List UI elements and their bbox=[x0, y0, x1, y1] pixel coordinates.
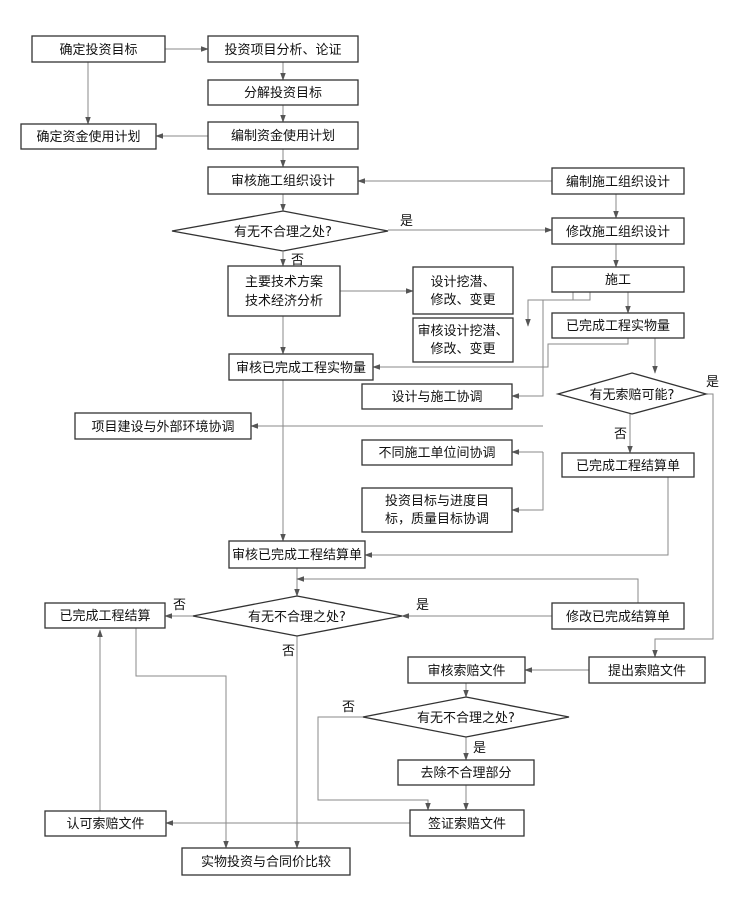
svg-text:已完成工程实物量: 已完成工程实物量 bbox=[566, 319, 670, 334]
node-review-design-tap: 审核设计挖潜、 修改、变更 bbox=[412, 317, 514, 363]
node-review-claim-doc: 审核索赔文件 bbox=[407, 656, 526, 684]
node-units-coord: 不同施工单位间协调 bbox=[361, 439, 513, 466]
node-submit-claim-doc: 提出索赔文件 bbox=[588, 656, 706, 684]
svg-text:技术经济分析: 技术经济分析 bbox=[245, 294, 323, 309]
node-decision1: 有无不合理之处? bbox=[171, 210, 389, 252]
svg-text:审核已完成工程实物量: 审核已完成工程实物量 bbox=[236, 361, 366, 376]
node-tech-plan: 主要技术方案 技术经济分析 bbox=[227, 265, 341, 317]
svg-text:审核索赔文件: 审核索赔文件 bbox=[427, 664, 505, 679]
node-external-coord: 项目建设与外部环境协调 bbox=[74, 412, 252, 440]
svg-text:已完成工程结算: 已完成工程结算 bbox=[59, 609, 150, 624]
node-modify-settlement-sheet: 修改已完成结算单 bbox=[551, 602, 685, 630]
node-sign-claim-doc: 签证索赔文件 bbox=[409, 809, 525, 837]
node-modify-org-design: 修改施工组织设计 bbox=[551, 217, 685, 245]
node-project-analysis: 投资项目分析、论证 bbox=[207, 35, 359, 63]
node-compile-org-design: 编制施工组织设计 bbox=[551, 167, 685, 195]
node-compile-fund-plan: 编制资金使用计划 bbox=[207, 121, 359, 150]
svg-text:项目建设与外部环境协调: 项目建设与外部环境协调 bbox=[91, 420, 234, 435]
svg-text:审核已完成工程结算单: 审核已完成工程结算单 bbox=[232, 548, 362, 563]
label-d1-no: 否 bbox=[291, 253, 304, 268]
nodes: 确定投资目标 投资项目分析、论证 分解投资目标 确定资金使用计划 编制资金使用计… bbox=[20, 35, 709, 876]
svg-text:投资目标与进度目: 投资目标与进度目 bbox=[385, 493, 489, 509]
svg-text:编制施工组织设计: 编制施工组织设计 bbox=[566, 175, 670, 190]
node-target-coord: 投资目标与进度目 标，质量目标协调 bbox=[361, 487, 513, 533]
svg-text:修改施工组织设计: 修改施工组织设计 bbox=[566, 225, 670, 240]
node-set-target: 确定投资目标 bbox=[31, 35, 166, 63]
node-completed-settlement: 已完成工程结算 bbox=[44, 602, 166, 629]
svg-text:主要技术方案: 主要技术方案 bbox=[245, 274, 323, 290]
svg-text:已完成工程结算单: 已完成工程结算单 bbox=[576, 459, 680, 474]
svg-text:有无不合理之处?: 有无不合理之处? bbox=[417, 711, 515, 726]
node-review-org-design: 审核施工组织设计 bbox=[207, 166, 359, 195]
svg-text:审核施工组织设计: 审核施工组织设计 bbox=[231, 174, 335, 189]
label-d2-yes: 是 bbox=[416, 598, 429, 613]
edge-spine-to-design-coord bbox=[511, 292, 574, 399]
node-decision3: 有无不合理之处? bbox=[362, 696, 570, 738]
svg-text:有无不合理之处?: 有无不合理之处? bbox=[234, 225, 332, 240]
edge-spine-to-target-coord bbox=[511, 452, 544, 513]
node-compare-contract: 实物投资与合同价比较 bbox=[181, 847, 351, 876]
label-claim-no: 否 bbox=[614, 427, 627, 442]
node-completed-settlement-sheet: 已完成工程结算单 bbox=[561, 452, 695, 478]
edge-claim-yes-to-submit bbox=[652, 393, 714, 658]
edge-completed-settlement-to-compare bbox=[135, 628, 229, 849]
svg-text:设计挖潜、: 设计挖潜、 bbox=[430, 275, 495, 290]
svg-text:修改、变更: 修改、变更 bbox=[430, 292, 495, 308]
svg-text:标，质量目标协调: 标，质量目标协调 bbox=[385, 512, 489, 527]
label-d3-yes: 是 bbox=[473, 741, 486, 756]
label-claim-yes: 是 bbox=[706, 375, 719, 390]
svg-text:不同施工单位间协调: 不同施工单位间协调 bbox=[378, 446, 495, 461]
node-decision-claim: 有无索赔可能? bbox=[555, 372, 709, 415]
node-decompose-target: 分解投资目标 bbox=[207, 79, 359, 106]
svg-text:编制资金使用计划: 编制资金使用计划 bbox=[231, 128, 335, 144]
svg-text:确定投资目标: 确定投资目标 bbox=[59, 42, 137, 58]
svg-text:认可索赔文件: 认可索赔文件 bbox=[66, 817, 144, 832]
svg-text:修改、变更: 修改、变更 bbox=[430, 341, 495, 357]
svg-text:施工: 施工 bbox=[605, 273, 631, 288]
label-d2-no-left: 否 bbox=[173, 598, 186, 613]
svg-text:实物投资与合同价比较: 实物投资与合同价比较 bbox=[201, 854, 331, 870]
svg-text:审核设计挖潜、: 审核设计挖潜、 bbox=[417, 324, 508, 339]
edge-settlement-sheet-to-review-sheet bbox=[364, 477, 669, 558]
node-completed-quantity: 已完成工程实物量 bbox=[551, 312, 685, 339]
edge-modify-sheet-loop bbox=[296, 576, 639, 603]
node-review-completed-quantity: 审核已完成工程实物量 bbox=[228, 353, 374, 381]
node-design-tap: 设计挖潜、 修改、变更 bbox=[412, 266, 514, 315]
label-d3-no: 否 bbox=[342, 700, 355, 715]
svg-text:有无索赔可能?: 有无索赔可能? bbox=[590, 388, 675, 403]
node-fund-plan-left: 确定资金使用计划 bbox=[20, 123, 157, 150]
svg-text:设计与施工协调: 设计与施工协调 bbox=[391, 390, 482, 405]
svg-text:修改已完成结算单: 修改已完成结算单 bbox=[566, 610, 670, 625]
node-decision2: 有无不合理之处? bbox=[192, 595, 403, 637]
label-d1-yes: 是 bbox=[400, 214, 413, 229]
svg-text:签证索赔文件: 签证索赔文件 bbox=[428, 816, 506, 832]
edges bbox=[85, 46, 714, 849]
edge-labels: 是 否 是 否 否 是 否 否 是 bbox=[173, 214, 719, 756]
svg-text:提出索赔文件: 提出索赔文件 bbox=[608, 663, 686, 679]
edge-decision3-no-to-sign bbox=[317, 716, 431, 811]
svg-text:有无不合理之处?: 有无不合理之处? bbox=[248, 610, 346, 625]
edge-completed-to-review-quantity bbox=[372, 338, 629, 370]
node-remove-unreasonable: 去除不合理部分 bbox=[397, 759, 535, 786]
node-review-settlement-sheet: 审核已完成工程结算单 bbox=[228, 540, 366, 569]
svg-text:确定资金使用计划: 确定资金使用计划 bbox=[36, 129, 140, 145]
svg-text:投资项目分析、论证: 投资项目分析、论证 bbox=[224, 42, 341, 58]
node-construction: 施工 bbox=[551, 266, 685, 293]
svg-text:分解投资目标: 分解投资目标 bbox=[244, 85, 322, 101]
node-design-construction-coord: 设计与施工协调 bbox=[361, 383, 513, 410]
node-approve-claim-doc: 认可索赔文件 bbox=[44, 810, 167, 837]
svg-text:去除不合理部分: 去除不合理部分 bbox=[420, 766, 511, 781]
label-d2-no-down: 否 bbox=[282, 644, 295, 659]
